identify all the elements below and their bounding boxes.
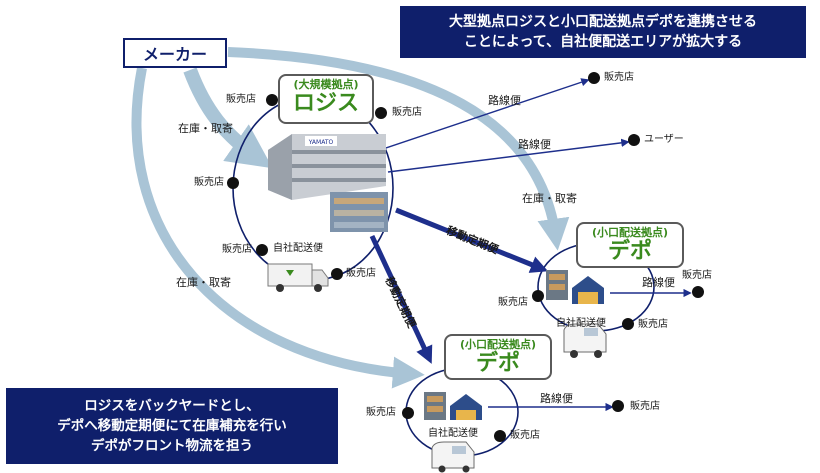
- label-store-logis-top-left: 販売店: [226, 94, 256, 105]
- dot-route-user: [628, 134, 640, 146]
- banner-bottom-line2: デポへ移動定期便にて在庫補充を行い: [57, 418, 287, 434]
- label-store-depot1-bottom: 販売店: [638, 319, 668, 330]
- dot-logis-top-right: [375, 107, 387, 119]
- label-company-delivery-depot2: 自社配送便: [428, 428, 478, 439]
- depot2-van-image: [431, 441, 475, 473]
- label-store-logis-bottom-left: 販売店: [222, 244, 252, 255]
- maker-box: メーカー: [123, 38, 227, 68]
- label-stock-depot1: 在庫・取寄: [522, 192, 577, 205]
- label-stock-logis: 在庫・取寄: [178, 122, 233, 135]
- dot-depot2-left: [402, 407, 414, 419]
- hub-depot-lower-name: デポ: [475, 351, 520, 376]
- label-stock-depot2: 在庫・取寄: [176, 276, 231, 289]
- stock-arrow-maker-depot2: [131, 67, 425, 389]
- label-route-depot2: 路線便: [540, 392, 573, 405]
- hub-depot-lower: (小口配送拠点) デポ: [444, 334, 552, 380]
- banner-bottom-line3: デポがフロント物流を担う: [91, 438, 253, 454]
- label-route-upper: 路線便: [488, 94, 521, 107]
- label-company-delivery-depot1: 自社配送便: [556, 318, 606, 329]
- label-store-logis-bottom-right: 販売店: [346, 268, 376, 279]
- depot1-van-image: [563, 323, 607, 358]
- logis-warehouse-image: YAMATO: [268, 134, 386, 200]
- dot-logis-bottom-right: [331, 268, 343, 280]
- label-route-user: 路線便: [518, 138, 551, 151]
- logis-interior-image: [330, 192, 388, 232]
- banner-bottom-line1: ロジスをバックヤードとし、: [84, 398, 260, 414]
- dot-logis-top-left: [266, 94, 278, 106]
- hub-logis: (大規模拠点) ロジス: [278, 74, 374, 124]
- route-line-logis-user: [387, 138, 630, 173]
- hub-depot-upper-name: デポ: [607, 239, 652, 264]
- dot-logis-left: [227, 177, 239, 189]
- banner-summary-bottom: ロジスをバックヤードとし、 デポへ移動定期便にて在庫補充を行い デポがフロント物…: [6, 388, 338, 464]
- dot-logis-bottom-left: [256, 244, 268, 256]
- hub-depot-upper: (小口配送拠点) デポ: [576, 222, 684, 268]
- banner-summary-top: 大型拠点ロジスと小口配送拠点デポを連携させる ことによって、自社便配送エリアが拡…: [400, 6, 806, 58]
- label-store-depot1-left: 販売店: [498, 297, 528, 308]
- depot1-building-image: [572, 276, 604, 304]
- dot-depot1-bottom: [622, 318, 634, 330]
- route-line-logis-store: [379, 78, 590, 151]
- company-truck-image: [267, 263, 329, 292]
- dot-depot1-right: [692, 286, 704, 298]
- label-route-depot1: 路線便: [642, 276, 675, 289]
- label-store-depot2-bottom: 販売店: [510, 430, 540, 441]
- label-store-logis-top-right: 販売店: [392, 107, 422, 118]
- label-store-route-top: 販売店: [604, 72, 634, 83]
- dot-route-store: [588, 72, 600, 84]
- stock-arrow-maker-depot1: [227, 47, 570, 251]
- hub-logis-name: ロジス: [292, 91, 359, 116]
- store-dots: [227, 72, 704, 442]
- label-store-depot2-left: 販売店: [366, 407, 396, 418]
- label-user: ユーザー: [644, 134, 684, 145]
- dot-depot2-bottom: [494, 430, 506, 442]
- banner-top-line1: 大型拠点ロジスと小口配送拠点デポを連携させる: [449, 14, 757, 30]
- dot-depot1-left: [532, 290, 544, 302]
- move-arrow-logis-depot2: [369, 234, 433, 364]
- move-arrow-logis-depot1: [395, 207, 549, 273]
- depot2-building-image: [450, 394, 482, 420]
- label-store-depot2-right: 販売店: [630, 401, 660, 412]
- banner-top-line2: ことによって、自社便配送エリアが拡大する: [463, 34, 743, 50]
- hub-logis-sub: (大規模拠点): [293, 78, 359, 91]
- stock-arrow-maker-logis: [183, 67, 273, 169]
- depot1-shelf-image: [546, 270, 568, 300]
- label-store-logis-left: 販売店: [194, 177, 224, 188]
- label-company-delivery-logis: 自社配送便: [273, 243, 323, 254]
- dot-depot2-right: [612, 400, 624, 412]
- hub-depot-lower-sub: (小口配送拠点): [459, 338, 537, 351]
- depot2-shelf-image: [424, 392, 446, 420]
- hub-depot-upper-sub: (小口配送拠点): [591, 226, 669, 239]
- label-store-depot1-right: 販売店: [682, 270, 712, 281]
- warehouse-sign: YAMATO: [308, 139, 334, 146]
